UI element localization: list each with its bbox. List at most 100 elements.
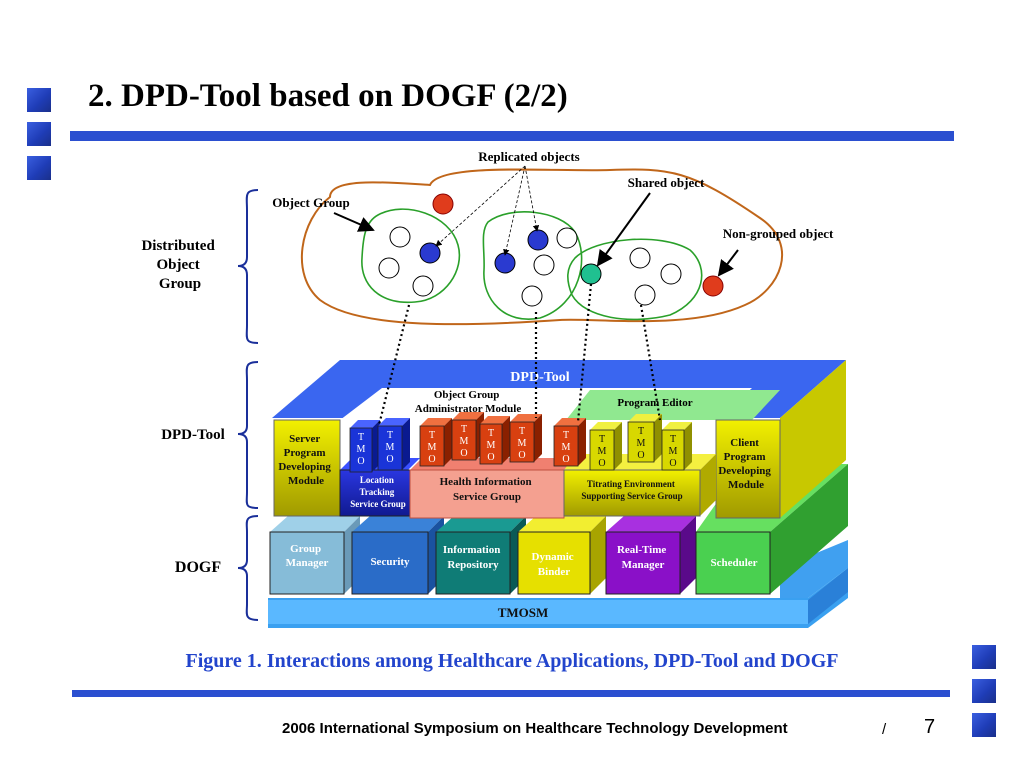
health-information-service-group: Health Information Service Group <box>409 458 576 519</box>
svg-text:Location Tracking: Location Tracking Service Group <box>350 475 406 509</box>
tmo-letter: M <box>386 442 395 453</box>
replicated-object <box>494 252 516 274</box>
tmo-letter: M <box>487 440 496 451</box>
object <box>634 284 656 306</box>
tmo-object-4: TMO <box>451 412 484 461</box>
object <box>521 285 543 307</box>
tmo-letter: M <box>518 438 527 449</box>
dogf-layer-label: DOGF <box>175 559 221 576</box>
tmo-letter: T <box>638 426 644 437</box>
server-program-developing-module: Server Program Developing Module <box>273 419 341 517</box>
object <box>533 254 555 276</box>
tmo-letter: O <box>460 448 467 459</box>
dogf-module-dynamic-binder: Dynamic Binder <box>517 516 606 595</box>
tmo-letter: M <box>562 442 571 453</box>
svg-text:Server Program Dev: Server Program Developing Module <box>278 433 333 487</box>
bracket-dpd-tool <box>237 361 259 509</box>
tmo-object-6: TMO <box>509 414 542 463</box>
tmosm-base-side <box>808 568 848 624</box>
dpd-tool-top-label: DPD-Tool <box>510 370 569 385</box>
object <box>378 257 400 279</box>
tmo-letter: T <box>488 428 494 439</box>
dogf-module-group-manager: Group Manager <box>269 516 360 595</box>
tmo-object-5: TMO <box>479 416 510 465</box>
object <box>660 263 682 285</box>
title-rule <box>70 131 954 141</box>
svg-text:Dynamic Binder: Dynamic Binder <box>532 551 577 578</box>
non-grouped-object <box>702 275 724 297</box>
svg-text:Client Program Dev: Client Program Developing Module <box>718 437 773 491</box>
tmo-letter: T <box>599 434 605 445</box>
figure-caption: Figure 1. Interactions among Healthcare … <box>185 650 839 672</box>
tmo-letter: O <box>487 452 494 463</box>
tmo-letter: O <box>562 454 569 465</box>
tmo-letter: T <box>519 426 525 437</box>
object-group-admin-label: Object Group Administrator Module <box>415 389 522 415</box>
object <box>629 247 651 269</box>
dpd-tool-layer-label: DPD-Tool <box>161 427 225 443</box>
tmo-letter: O <box>428 454 435 465</box>
slide-title: 2. DPD-Tool based on DOGF (2/2) <box>88 78 568 114</box>
object-group-2 <box>482 211 583 320</box>
mapping-link <box>377 304 411 426</box>
footer-text: 2006 International Symposium on Healthca… <box>282 720 788 737</box>
page-number: 7 <box>924 716 936 738</box>
replicated-objects-label: Replicated objects <box>478 149 579 164</box>
titrating-environment-service-group: Titrating Environment Supporting Service… <box>563 454 716 517</box>
distributed-object-group-boundary <box>300 168 784 326</box>
tmosm-base-back <box>780 540 848 598</box>
svg-text:Scheduler: Scheduler <box>710 557 757 569</box>
tmo-letter: T <box>358 432 364 443</box>
client-program-developing-module: Client Program Developing Module <box>715 419 781 519</box>
tmo-object-1: TMO <box>349 420 380 473</box>
dogf-module-security: Security <box>351 516 444 595</box>
svg-text:Real-Time Manager: Real-Time Manager <box>617 544 669 571</box>
corner-square-decoration <box>972 679 996 703</box>
shared-object <box>580 263 602 285</box>
non-grouped-object <box>432 193 454 215</box>
object <box>412 275 434 297</box>
corner-square-decoration <box>27 122 51 146</box>
tmo-letter: T <box>563 430 569 441</box>
tmo-letter: O <box>386 454 393 465</box>
tmo-letter: T <box>429 430 435 441</box>
replicated-object <box>419 242 441 264</box>
object <box>556 227 578 249</box>
tmo-letter: M <box>637 438 646 449</box>
corner-square-decoration <box>27 156 51 180</box>
object <box>389 226 411 248</box>
non-grouped-object-label: Non-grouped object <box>723 226 834 241</box>
replicated-object <box>527 229 549 251</box>
distributed-object-group-label: Distributed Object Group <box>141 238 218 292</box>
tmo-object-7: TMO <box>553 418 586 467</box>
tmo-letter: T <box>670 434 676 445</box>
replicated-arrow <box>503 165 526 256</box>
svg-text:Group Manager: Group Manager <box>286 543 329 569</box>
tmo-letter: M <box>669 446 678 457</box>
tmo-object-3: TMO <box>419 418 452 467</box>
dogf-module-real-time-manager: Real-Time Manager <box>605 516 696 595</box>
dogf-module-information-repository: Information Repository <box>435 516 526 595</box>
tmo-object-8: TMO <box>589 422 622 471</box>
object-group-1 <box>361 208 461 304</box>
svg-text:Security: Security <box>370 556 410 568</box>
tmo-letter: M <box>598 446 607 457</box>
replicated-arrow <box>524 165 540 232</box>
svg-text:Titrating Environment Su: Titrating Environment Supporting Service… <box>581 479 682 501</box>
svg-text:Information Repository: Information Repository <box>443 544 503 571</box>
tmo-letter: O <box>518 450 525 461</box>
tmo-letter: O <box>669 458 676 469</box>
bracket-dogf <box>237 515 259 621</box>
bracket-distributed <box>237 189 259 344</box>
corner-square-decoration <box>27 88 51 112</box>
dpd-tool-right-side <box>780 360 846 518</box>
corner-square-decoration <box>972 713 996 737</box>
shared-object-arrow <box>596 192 651 267</box>
tmo-letter: O <box>637 450 644 461</box>
tmo-letter: M <box>357 444 366 455</box>
non-grouped-arrow <box>717 249 739 277</box>
tmosm-base <box>268 600 808 624</box>
footer-rule <box>72 690 950 697</box>
tmo-letter: M <box>428 442 437 453</box>
